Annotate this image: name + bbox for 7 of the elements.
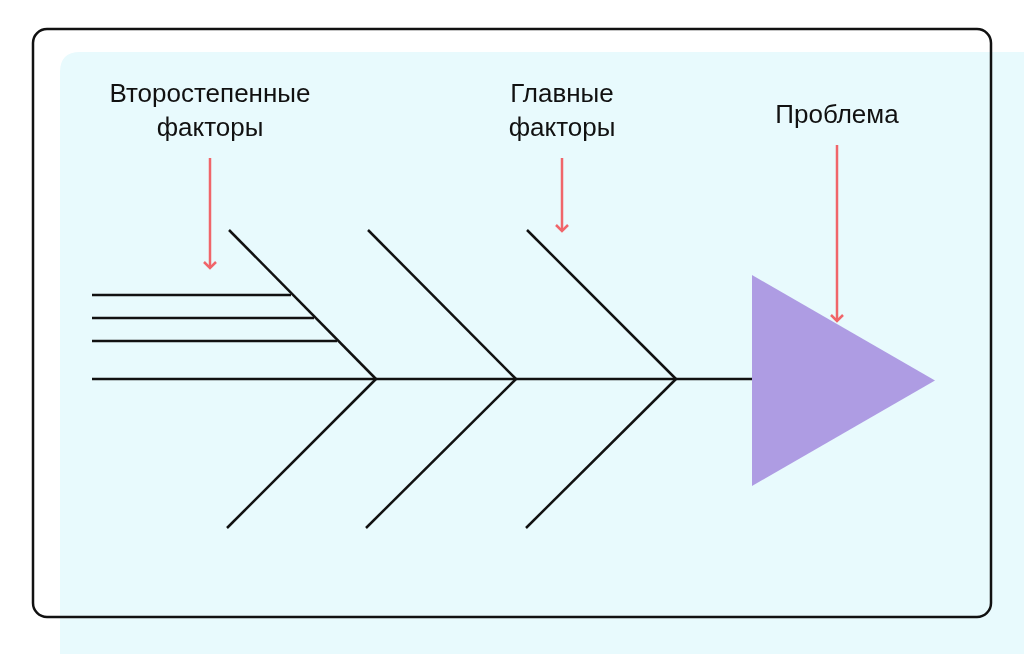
leader-arrow (202, 158, 218, 270)
factor-label: Главные факторы (462, 76, 662, 144)
factor-label: Проблема (737, 97, 937, 131)
triangle-head (752, 275, 935, 486)
leader-arrow (554, 158, 570, 233)
factor-label: Второстепенные факторы (70, 76, 350, 144)
leader-arrow (829, 145, 845, 323)
